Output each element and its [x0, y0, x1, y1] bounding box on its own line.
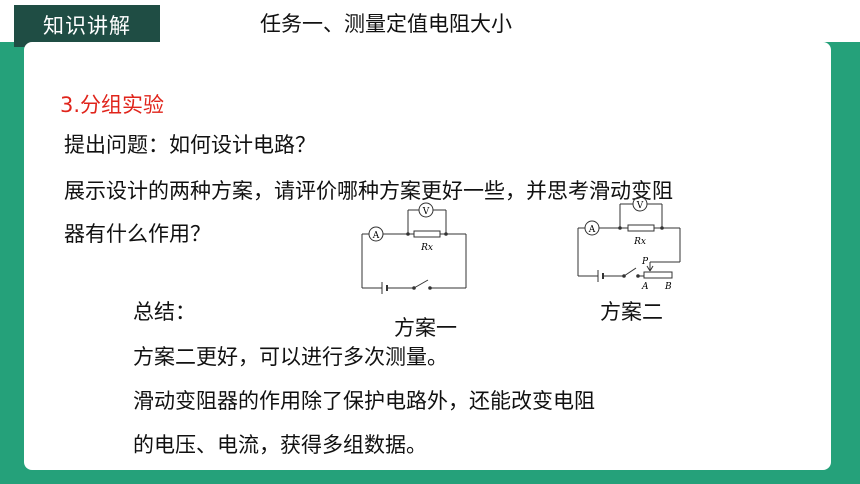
page-title: 任务一、测量定值电阻大小	[260, 12, 512, 36]
voltmeter-icon-2	[632, 196, 648, 212]
scheme-2-caption: 方案二	[600, 300, 663, 324]
prompt-line-1: 展示设计的两种方案，请评价哪种方案更好一些，并思考滑动变阻	[64, 179, 673, 203]
terminal-b-label: B	[664, 282, 672, 292]
circuit-diagram-scheme-2: V A Rx P A B	[577, 196, 681, 292]
summary-line-1: 方案二更好，可以进行多次测量。	[133, 345, 448, 369]
terminal-a-label: A	[641, 282, 649, 292]
content-card: 3.分组实验 提出问题：如何设计电路？ 展示设计的两种方案，请评价哪种方案更好一…	[24, 42, 831, 470]
ammeter-label: A	[372, 231, 380, 241]
switch-icon-2	[623, 267, 637, 277]
resistor-label: Rx	[420, 243, 433, 253]
voltmeter-label: V	[422, 207, 430, 217]
prompt-line-2: 器有什么作用？	[64, 222, 211, 246]
section-heading: 3.分组实验	[60, 93, 165, 117]
circuit-diagram-scheme-1: V A Rx	[361, 202, 467, 294]
summary-line-3: 的电压、电流，获得多组数据。	[133, 433, 427, 457]
voltmeter-label-2: V	[636, 201, 644, 211]
resistor-label-2: Rx	[633, 237, 646, 247]
resistor-icon-2	[627, 224, 655, 232]
resistor-icon	[413, 230, 441, 238]
scheme-1-caption: 方案一	[394, 316, 457, 340]
slider-p-label: P	[641, 257, 649, 267]
summary-label: 总结：	[133, 300, 196, 324]
ammeter-label-2: A	[588, 225, 596, 235]
summary-line-2: 滑动变阻器的作用除了保护电路外，还能改变电阻	[133, 389, 595, 413]
switch-icon	[413, 279, 429, 289]
rheostat-icon	[643, 271, 673, 279]
question-text: 提出问题：如何设计电路？	[64, 133, 316, 157]
voltmeter-icon	[418, 202, 434, 218]
section-tag: 知识讲解	[14, 5, 160, 47]
